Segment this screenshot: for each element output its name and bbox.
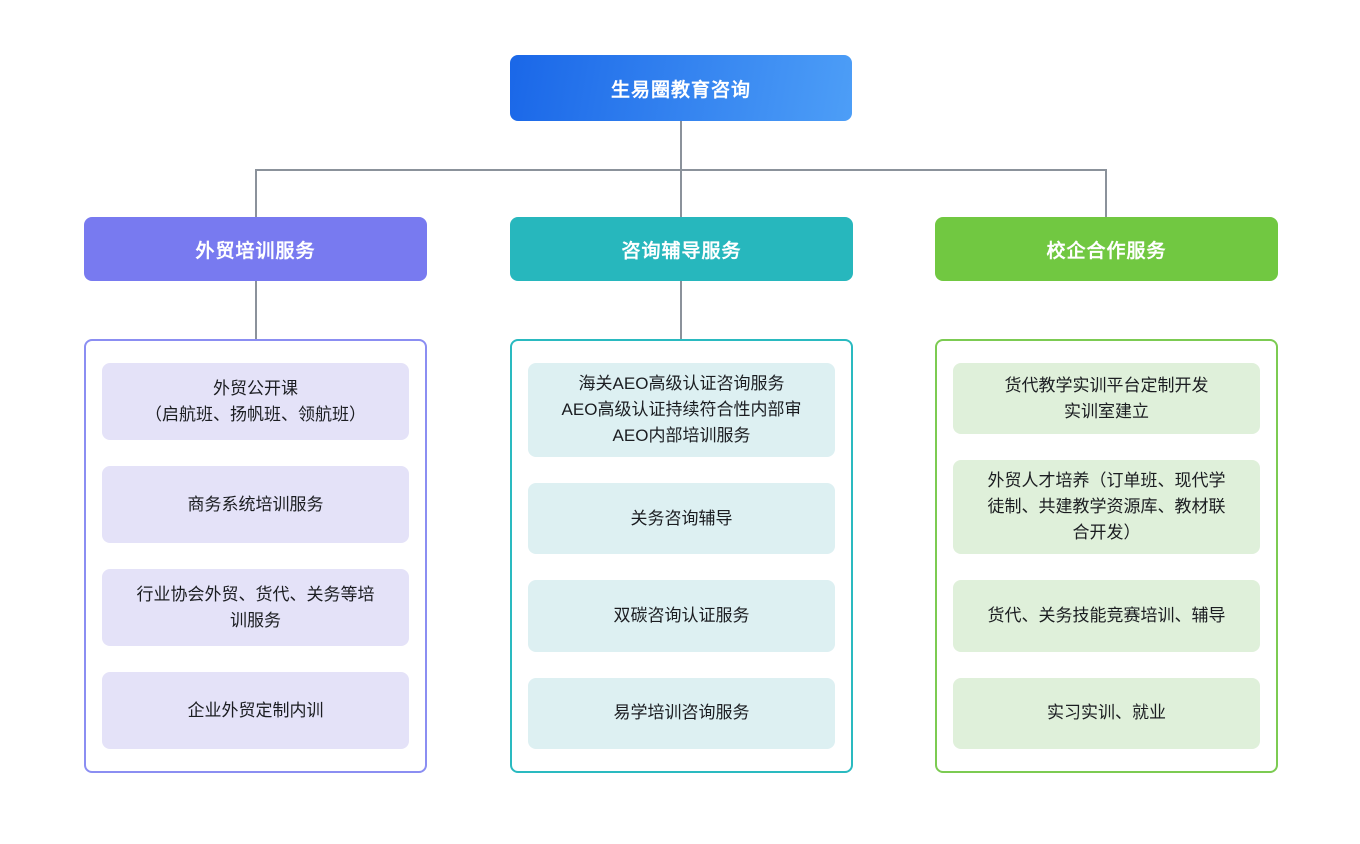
branch-panel-school-enterprise: 货代教学实训平台定制开发 实训室建立 外贸人才培养（订单班、现代学 徒制、共建教… xyxy=(935,339,1278,773)
branch-header-consulting-coaching: 咨询辅导服务 xyxy=(510,217,853,281)
service-item: 双碳咨询认证服务 xyxy=(528,580,835,652)
branch-panel-consulting-coaching: 海关AEO高级认证咨询服务 AEO高级认证持续符合性内部审 AEO内部培训服务 … xyxy=(510,339,853,773)
service-item: 关务咨询辅导 xyxy=(528,483,835,555)
connector-header-panel-1 xyxy=(255,281,257,339)
branch-header-label: 咨询辅导服务 xyxy=(621,240,742,262)
service-item: 外贸公开课 （启航班、扬帆班、领航班） xyxy=(102,363,409,440)
service-item: 货代、关务技能竞赛培训、辅导 xyxy=(953,580,1260,652)
connector-header-panel-2 xyxy=(680,281,682,339)
connector-drop-branch-3 xyxy=(1105,169,1107,217)
connector-root-down xyxy=(680,121,682,170)
service-item: 易学培训咨询服务 xyxy=(528,677,835,749)
connector-drop-branch-1 xyxy=(255,169,257,217)
service-item: 实习实训、就业 xyxy=(953,677,1260,749)
service-item: 货代教学实训平台定制开发 实训室建立 xyxy=(953,363,1260,435)
branch-header-label: 外贸培训服务 xyxy=(195,240,316,262)
connector-drop-branch-2 xyxy=(680,169,682,217)
service-item: 外贸人才培养（订单班、现代学 徒制、共建教学资源库、教材联 合开发） xyxy=(953,460,1260,555)
branch-header-school-enterprise: 校企合作服务 xyxy=(935,217,1278,281)
root-node: 生易圈教育咨询 xyxy=(510,55,852,121)
service-item: 企业外贸定制内训 xyxy=(102,672,409,749)
service-item: 海关AEO高级认证咨询服务 AEO高级认证持续符合性内部审 AEO内部培训服务 xyxy=(528,363,835,457)
branch-header-label: 校企合作服务 xyxy=(1046,240,1167,262)
service-item: 行业协会外贸、货代、关务等培 训服务 xyxy=(102,569,409,646)
service-item: 商务系统培训服务 xyxy=(102,466,409,543)
root-node-label: 生易圈教育咨询 xyxy=(610,79,751,101)
branch-header-foreign-trade-training: 外贸培训服务 xyxy=(84,217,427,281)
branch-panel-foreign-trade-training: 外贸公开课 （启航班、扬帆班、领航班） 商务系统培训服务 行业协会外贸、货代、关… xyxy=(84,339,427,773)
